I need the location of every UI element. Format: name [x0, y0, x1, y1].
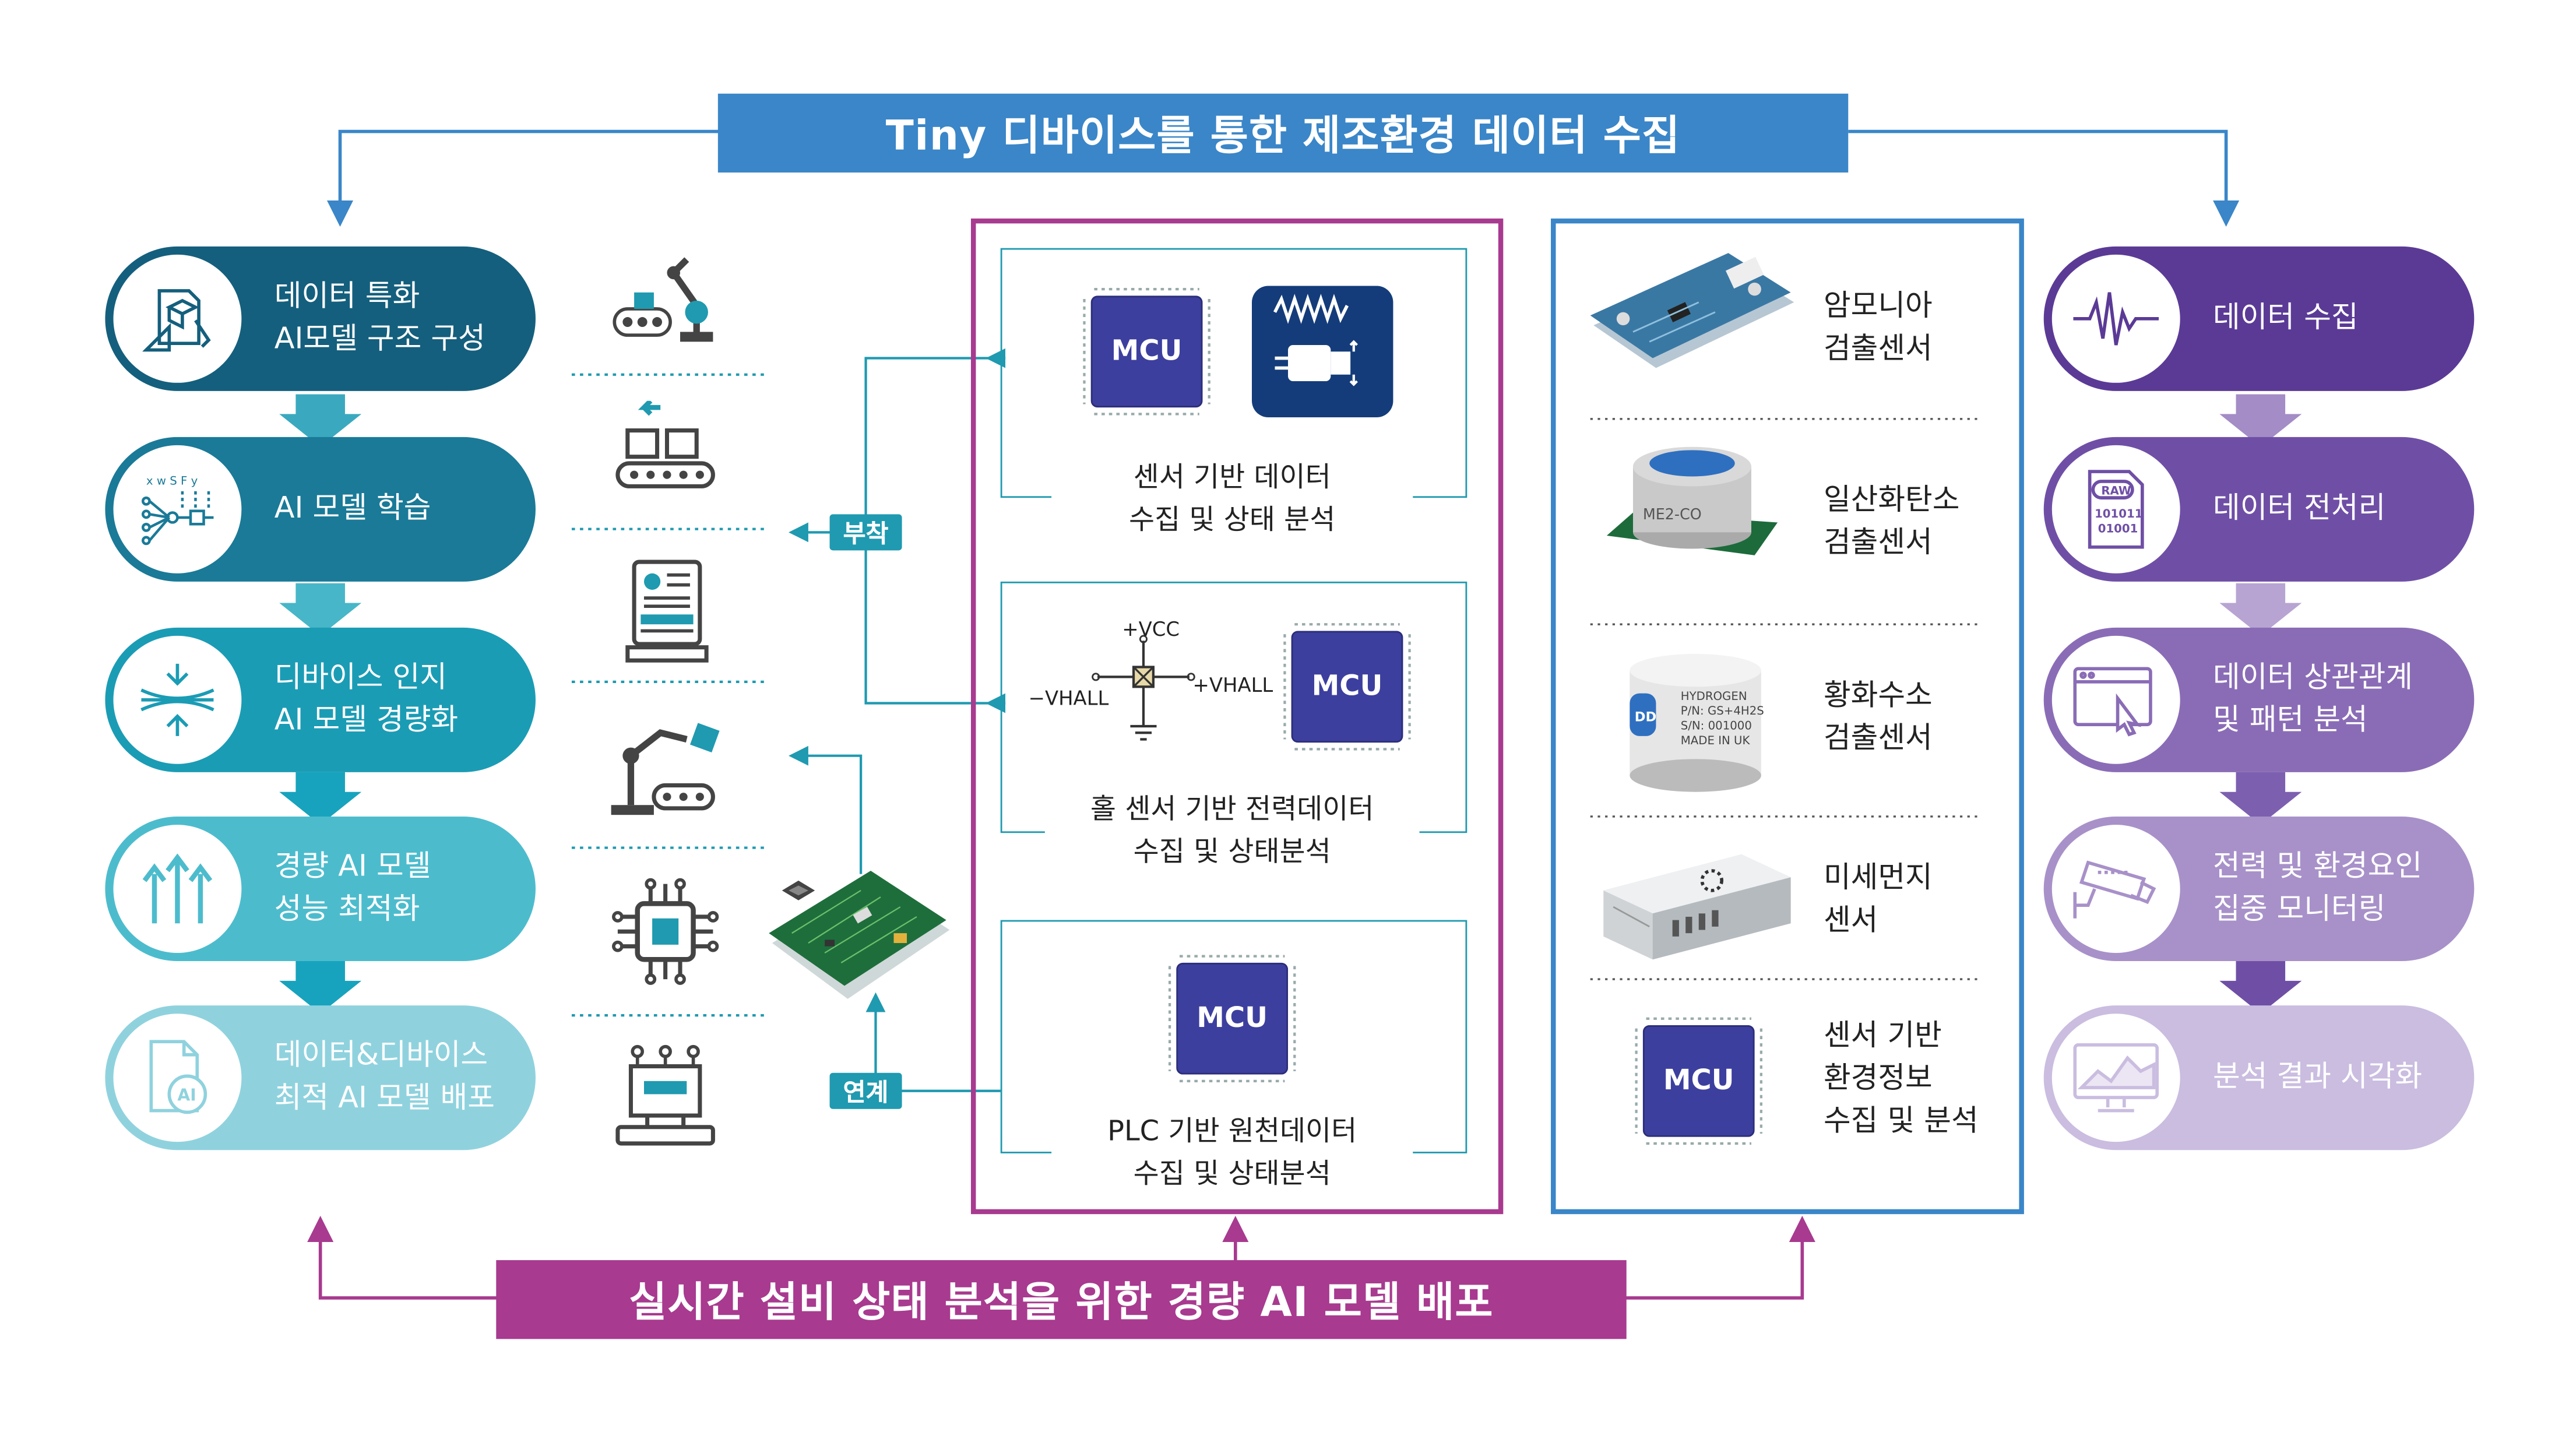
- co-sensor-print: ME2-CO: [1643, 505, 1702, 523]
- dust-sensor-image: [1603, 854, 1791, 960]
- mcu-chip-label: MCU: [1196, 1002, 1268, 1035]
- attach-tag-label: 부착: [843, 518, 889, 548]
- right-step-2: RAW 101011 01001 데이터 전처리: [2043, 437, 2475, 582]
- h2s-sensor-print: HYDROGEN P/N: GS+4H2S S/N: 001000 MADE I…: [1680, 689, 1764, 748]
- svg-text:DD: DD: [1635, 709, 1656, 724]
- mcu-pins: [1083, 288, 1210, 416]
- ai-file-icon: AI: [113, 1014, 242, 1142]
- left-step-5: AI 데이터&디바이스 최적 AI 모델 배포: [105, 1005, 536, 1151]
- processor-chip-icon: [612, 878, 719, 985]
- vhall-neg-label: −VHALL: [1028, 687, 1109, 710]
- raw-label: RAW: [2101, 484, 2131, 497]
- waveform-icon: [2051, 254, 2180, 383]
- left-step-label: 경량 AI 모델 성능 최적화: [274, 849, 431, 927]
- blue-panel: [1551, 218, 2024, 1215]
- mcu-chip-label: MCU: [1311, 670, 1383, 703]
- right-step-label: 전력 및 환경요인 집중 모니터링: [2213, 849, 2423, 927]
- right-step-label: 데이터 수집: [2213, 300, 2359, 336]
- top-banner: Tiny 디바이스를 통한 제조환경 데이터 수집: [717, 93, 1849, 173]
- motor-wave-icon: [1252, 286, 1393, 418]
- left-step-label: 데이터&디바이스 최적 AI 모델 배포: [274, 1038, 495, 1116]
- env-info-label: 센서 기반 환경정보 수집 및 분석: [1823, 1018, 1979, 1139]
- co-sensor-image: ME2-CO: [1606, 446, 1778, 555]
- left-step-label: 디바이스 인지 AI 모델 경량화: [274, 660, 459, 738]
- browser-click-icon: [2051, 635, 2180, 764]
- right-step-5: 분석 결과 시각화: [2043, 1005, 2475, 1151]
- sensor-data-caption: 센서 기반 데이터 수집 및 상태 분석: [1051, 456, 1413, 543]
- attach-tag: 부착: [829, 514, 902, 551]
- mcu-pins: [1168, 955, 1296, 1082]
- top-banner-title: Tiny 디바이스를 통한 제조환경 데이터 수집: [885, 111, 1681, 160]
- ammonia-sensor-image: [1590, 253, 1794, 368]
- right-step-4: 전력 및 환경요인 집중 모니터링: [2043, 816, 2475, 962]
- h2s-sensor-image: DD: [1630, 653, 1761, 792]
- svg-text:x w S F y: x w S F y: [146, 474, 198, 488]
- link-tag-label: 연계: [843, 1076, 889, 1107]
- right-step-label: 데이터 전처리: [2213, 491, 2386, 526]
- compress-icon: [113, 635, 242, 764]
- neural-network-icon: x w S F y: [113, 445, 242, 574]
- mcu-chip-label: MCU: [1111, 335, 1183, 368]
- right-step-label: 분석 결과 시각화: [2213, 1060, 2423, 1095]
- svg-text:01001: 01001: [2098, 522, 2138, 535]
- raw-file-icon: RAW 101011 01001: [2051, 445, 2180, 574]
- mcu-pins: [1635, 1017, 1762, 1145]
- link-tag: 연계: [829, 1072, 902, 1109]
- bottom-banner: 실시간 설비 상태 분석을 위한 경량 AI 모델 배포: [496, 1260, 1627, 1339]
- vhall-pos-label: +VHALL: [1192, 673, 1273, 697]
- h2s-sensor-label: 황화수소 검출센서: [1823, 678, 1933, 756]
- svg-text:AI: AI: [177, 1086, 196, 1105]
- pcb-board-image: [769, 871, 950, 999]
- left-step-3: 디바이스 인지 AI 모델 경량화: [105, 627, 536, 772]
- right-step-3: 데이터 상관관계 및 패턴 분석: [2043, 627, 2475, 772]
- robot-arm-icon: [611, 723, 720, 815]
- bottom-banner-title: 실시간 설비 상태 분석을 위한 경량 AI 모델 배포: [629, 1278, 1494, 1326]
- magenta-panel: [970, 218, 1504, 1215]
- left-step-1: 데이터 특화 AI모델 구조 구성: [105, 246, 536, 391]
- machine-panel-icon: [625, 560, 709, 663]
- vcc-label: +VCC: [1122, 617, 1180, 641]
- conveyor-box-icon: [615, 400, 715, 488]
- hall-circuit-diagram: [1092, 635, 1195, 741]
- mcu-chip: MCU: [1090, 295, 1203, 408]
- dust-sensor-label: 미세먼지 센서: [1823, 861, 1933, 938]
- hall-sensor-caption: 홀 센서 기반 전력데이터 수집 및 상태분석: [1044, 789, 1420, 874]
- mcu-pins: [1283, 623, 1411, 751]
- co-sensor-label: 일산화탄소 검출센서: [1823, 483, 1960, 561]
- left-step-2: x w S F y AI 모델 학습: [105, 437, 536, 582]
- robot-arm-conveyor-icon: [613, 257, 713, 342]
- mcu-chip: MCU: [1642, 1025, 1755, 1137]
- monitor-chart-icon: [2051, 1014, 2180, 1142]
- blueprint-icon: [113, 254, 242, 383]
- left-step-label: 데이터 특화 AI모델 구조 구성: [274, 279, 485, 357]
- plc-caption: PLC 기반 원천데이터 수집 및 상태분석: [1051, 1110, 1413, 1197]
- left-step-label: AI 모델 학습: [274, 491, 431, 526]
- cctv-icon: [2051, 825, 2180, 953]
- mcu-chip-label: MCU: [1663, 1064, 1734, 1098]
- svg-text:101011: 101011: [2095, 507, 2142, 520]
- right-step-1: 데이터 수집: [2043, 246, 2475, 391]
- right-step-label: 데이터 상관관계 및 패턴 분석: [2213, 660, 2413, 738]
- press-machine-icon: [615, 1044, 715, 1146]
- mcu-chip: MCU: [1176, 962, 1289, 1075]
- mcu-chip: MCU: [1291, 631, 1403, 743]
- arrows-up-icon: [113, 825, 242, 953]
- ammonia-sensor-label: 암모니아 검출센서: [1823, 289, 1933, 367]
- left-step-4: 경량 AI 모델 성능 최적화: [105, 816, 536, 962]
